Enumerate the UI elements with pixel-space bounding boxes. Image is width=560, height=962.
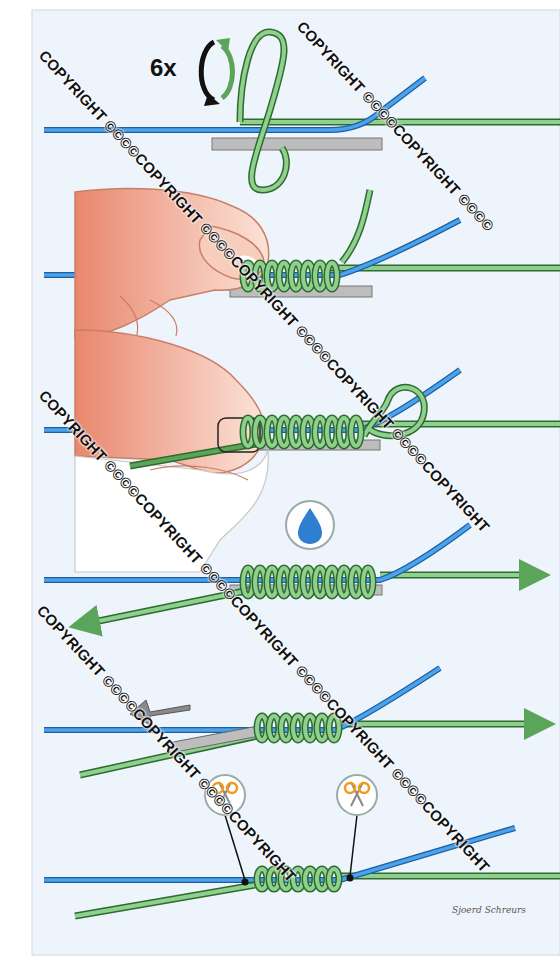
green-end [130, 444, 256, 466]
coil-turn [329, 869, 339, 889]
wrap-loop [240, 32, 286, 190]
repeat-count: 6x [150, 56, 177, 80]
background-panel [32, 10, 560, 955]
coil-turn [351, 418, 361, 446]
artist-signature: Sjoerd Schreurs [452, 906, 526, 915]
tube [212, 138, 382, 150]
scissors-icon [337, 775, 377, 882]
rotation-icon [201, 38, 232, 106]
step-6 [44, 775, 560, 916]
step-1 [44, 32, 560, 190]
step-3 [44, 330, 560, 572]
coil-turn [363, 568, 373, 596]
coil-turn [327, 263, 337, 289]
coil-turn [351, 418, 361, 446]
coil-windings [243, 263, 373, 889]
step-4 [44, 501, 535, 624]
coil-turn [327, 263, 337, 289]
coil-turn [329, 869, 339, 889]
coil-turn [363, 568, 373, 596]
water-drop-icon [286, 501, 334, 549]
